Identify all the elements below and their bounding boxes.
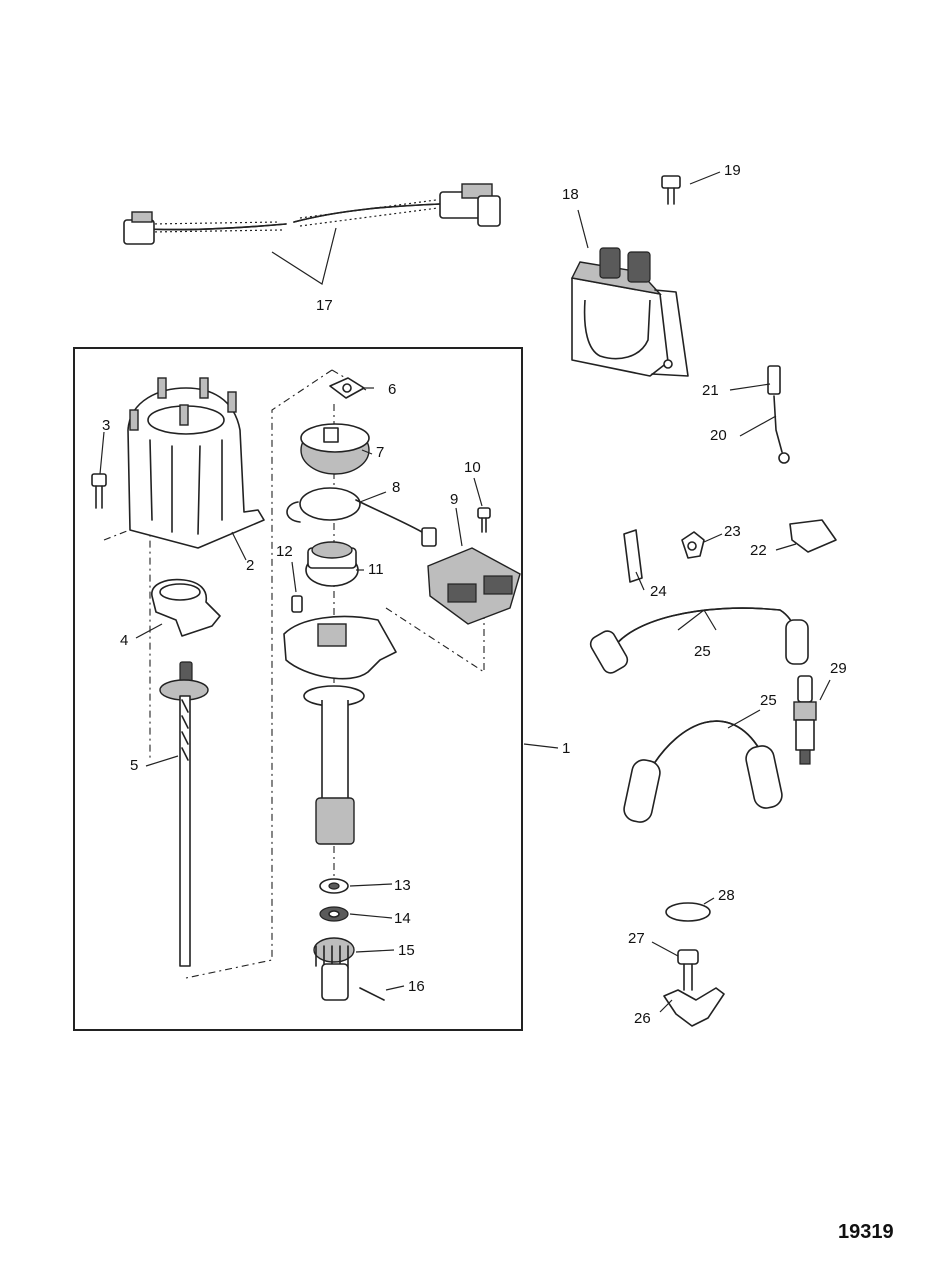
ignition-coil (570, 247, 689, 377)
callout-11: 11 (368, 561, 384, 578)
shield-cover (300, 423, 370, 475)
roll-pin (291, 595, 303, 613)
callout-2: 2 (246, 557, 254, 574)
callout-25-upper: 25 (694, 643, 711, 660)
callout-24: 24 (650, 583, 667, 600)
callout-1: 1 (562, 740, 570, 757)
callout-28: 28 (718, 887, 735, 904)
module-screw (477, 507, 491, 533)
figure-number: 19319 (838, 1221, 894, 1243)
callout-14: 14 (394, 910, 411, 927)
callout-labels: 17 18 19 21 20 23 22 24 25 29 25 28 27 2… (102, 162, 847, 1027)
callout-25-lower: 25 (760, 692, 777, 709)
callout-22: 22 (750, 542, 767, 559)
rotor (151, 578, 221, 637)
cap-screw (91, 473, 107, 509)
shaft-with-gear (159, 661, 209, 967)
wire-retainers (623, 519, 837, 583)
washer-upper (319, 878, 349, 894)
gear-pin (359, 987, 385, 1001)
callout-23: 23 (724, 523, 741, 540)
callout-17: 17 (316, 297, 333, 314)
washer-lower (319, 906, 349, 922)
hold-down-clamp-bolt-washer (663, 902, 725, 1027)
gasket (329, 377, 365, 399)
callout-29: 29 (830, 660, 847, 677)
callout-26: 26 (634, 1010, 651, 1027)
callout-21: 21 (702, 382, 719, 399)
coil-mounting-bolt (661, 175, 681, 205)
distributor-assembly-frame (73, 347, 523, 1031)
callout-20: 20 (710, 427, 727, 444)
callout-6: 6 (388, 381, 396, 398)
callout-18: 18 (562, 186, 579, 203)
pickup-coil (286, 487, 437, 547)
callout-13: 13 (394, 877, 411, 894)
callout-27: 27 (628, 930, 645, 947)
callout-8: 8 (392, 479, 400, 496)
callout-5: 5 (130, 757, 138, 774)
distributor-housing (283, 615, 397, 845)
spark-plug-wire-lower (623, 720, 783, 823)
spark-plug-wire-upper (589, 607, 809, 674)
pole-piece-and-plate (305, 541, 359, 587)
callout-3: 3 (102, 417, 110, 434)
spark-plug (793, 675, 817, 765)
ground-wire-and-clip (767, 365, 790, 464)
ignition-module (427, 547, 521, 625)
callout-10: 10 (464, 459, 481, 476)
leader-lines (99, 171, 831, 1013)
callout-4: 4 (120, 632, 128, 649)
callout-12: 12 (276, 543, 293, 560)
callout-9: 9 (450, 491, 458, 508)
callout-19: 19 (724, 162, 741, 179)
distributor-cap (127, 377, 265, 549)
drive-gear (313, 937, 355, 1001)
wire-harness (123, 183, 501, 245)
callout-16: 16 (408, 978, 425, 995)
callout-15: 15 (398, 942, 415, 959)
callout-7: 7 (376, 444, 384, 461)
